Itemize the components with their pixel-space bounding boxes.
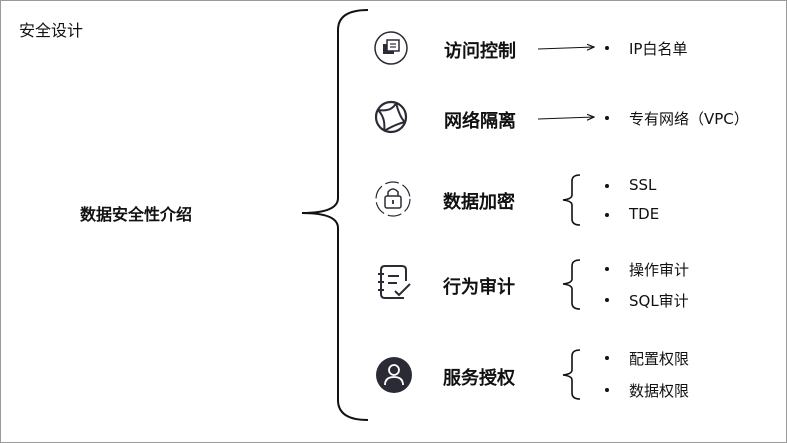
item-operation-audit: 操作审计 — [629, 261, 690, 279]
item-config-permission: 配置权限 — [629, 350, 690, 368]
bullet-dot — [605, 356, 609, 360]
brace-audit — [562, 259, 581, 310]
brace-authorization — [562, 349, 581, 400]
item-data-permission: 数据权限 — [629, 382, 690, 400]
user-icon — [376, 357, 412, 393]
brace-encryption — [562, 174, 581, 226]
bullet-dot — [605, 388, 609, 392]
main-brace — [301, 9, 369, 421]
network-globe-icon — [374, 100, 408, 134]
arrow-network-isolation — [537, 117, 594, 119]
arrow-access-control — [537, 47, 594, 49]
item-tde: TDE — [629, 205, 660, 223]
bullet-dot — [605, 46, 609, 50]
category-label-data-encryption: 数据加密 — [443, 192, 515, 213]
bullet-dot — [605, 298, 609, 302]
item-sql-audit: SQL审计 — [629, 292, 689, 310]
item-ssl: SSL — [629, 176, 657, 194]
item-vpc: 专有网络（VPC） — [629, 110, 749, 128]
diagram-title: 安全设计 — [19, 21, 84, 40]
category-label-service-authorization: 服务授权 — [443, 368, 515, 389]
bullet-dot — [605, 184, 609, 188]
audit-checklist-icon — [378, 265, 411, 299]
bullet-dot — [605, 116, 609, 120]
category-label-behavior-audit: 行为审计 — [443, 277, 515, 298]
window-stack-icon — [374, 31, 408, 65]
item-ip-whitelist: IP白名单 — [629, 40, 688, 58]
category-label-network-isolation: 网络隔离 — [444, 111, 516, 132]
lock-icon — [375, 181, 411, 217]
category-label-access-control: 访问控制 — [444, 41, 516, 62]
bullet-dot — [605, 213, 609, 217]
center-label: 数据安全性介绍 — [80, 205, 193, 224]
bullet-dot — [605, 267, 609, 271]
